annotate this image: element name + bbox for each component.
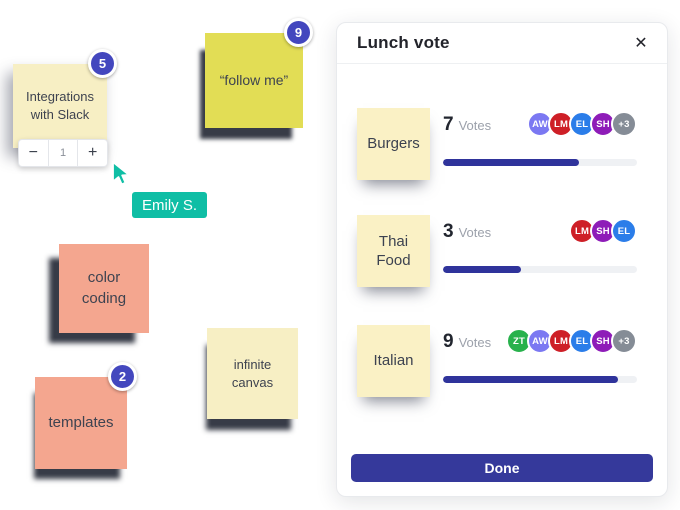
avatar: AW xyxy=(527,328,553,354)
panel-header: Lunch vote ✕ xyxy=(337,23,667,64)
stepper-value: 1 xyxy=(47,140,78,166)
vote-count-badge: 5 xyxy=(88,49,117,78)
progress-bar xyxy=(443,266,637,273)
votes-line: 7 Votes xyxy=(443,114,491,136)
voter-avatars: AW LM EL SH +3 xyxy=(527,111,637,137)
panel-title: Lunch vote xyxy=(357,33,450,52)
vote-option-sticky[interactable]: Burgers xyxy=(357,108,430,180)
avatar: LM xyxy=(548,111,574,137)
vote-count: 7 xyxy=(443,114,454,135)
sticky-note-text: infinite canvas xyxy=(231,356,274,390)
progress-fill xyxy=(443,266,521,273)
progress-fill xyxy=(443,159,579,166)
vote-count: 9 xyxy=(443,331,454,352)
voter-avatars: ZT AW LM EL SH +3 xyxy=(506,328,637,354)
done-button[interactable]: Done xyxy=(351,454,653,482)
collaborator-name-tag: Emily S. xyxy=(132,192,208,218)
vote-row-burgers: Burgers 7 Votes AW LM EL SH +3 xyxy=(357,108,637,184)
progress-bar xyxy=(443,376,637,383)
vote-count-badge: 9 xyxy=(284,18,313,47)
progress-bar xyxy=(443,159,637,166)
votes-label: Votes xyxy=(458,118,492,133)
votes-label: Votes xyxy=(458,335,492,350)
sticky-note-color-coding[interactable]: color coding xyxy=(59,244,149,333)
plus-icon[interactable]: + xyxy=(77,140,107,166)
sticky-note-templates[interactable]: templates 2 xyxy=(35,362,137,469)
sticky-note-infinite-canvas[interactable]: infinite canvas xyxy=(207,328,298,419)
vote-count: 3 xyxy=(443,221,454,242)
sticky-note-text: Integrations with Slack xyxy=(26,89,94,122)
avatar-overflow: +3 xyxy=(611,328,637,354)
vote-option-sticky[interactable]: Italian xyxy=(357,325,430,397)
progress-fill xyxy=(443,376,618,383)
voter-avatars: LM SH EL xyxy=(569,218,637,244)
vote-row-content: 7 Votes AW LM EL SH +3 xyxy=(443,108,637,184)
collaborator-cursor-icon xyxy=(112,161,130,186)
votes-label: Votes xyxy=(458,225,492,240)
vote-row-content: 3 Votes LM SH EL xyxy=(443,215,637,291)
lunch-vote-panel: Lunch vote ✕ Burgers 7 Votes AW LM EL SH… xyxy=(336,22,668,497)
minus-icon[interactable]: − xyxy=(28,144,38,162)
votes-line: 3 Votes xyxy=(443,221,491,243)
vote-option-sticky[interactable]: Thai Food xyxy=(357,215,430,287)
sticky-note-follow-me[interactable]: “follow me” 9 xyxy=(205,18,313,128)
vote-stepper[interactable]: − 1 + xyxy=(18,139,108,167)
vote-row-content: 9 Votes ZT AW LM EL SH +3 xyxy=(443,325,637,401)
vote-row-thai-food: Thai Food 3 Votes LM SH EL xyxy=(357,215,637,291)
sticky-note-text: templates xyxy=(48,413,114,431)
sticky-note-text: color coding xyxy=(81,269,127,307)
avatar: EL xyxy=(611,218,637,244)
close-icon[interactable]: ✕ xyxy=(627,29,655,57)
sticky-note-text: “follow me” xyxy=(219,72,289,89)
votes-line: 9 Votes xyxy=(443,331,491,353)
sticky-note-integrations-with-slack[interactable]: Integrations with Slack 5 − 1 + xyxy=(13,49,117,167)
avatar-overflow: +3 xyxy=(611,111,637,137)
vote-count-badge: 2 xyxy=(108,362,137,391)
vote-row-italian: Italian 9 Votes ZT AW LM EL SH +3 xyxy=(357,325,637,401)
